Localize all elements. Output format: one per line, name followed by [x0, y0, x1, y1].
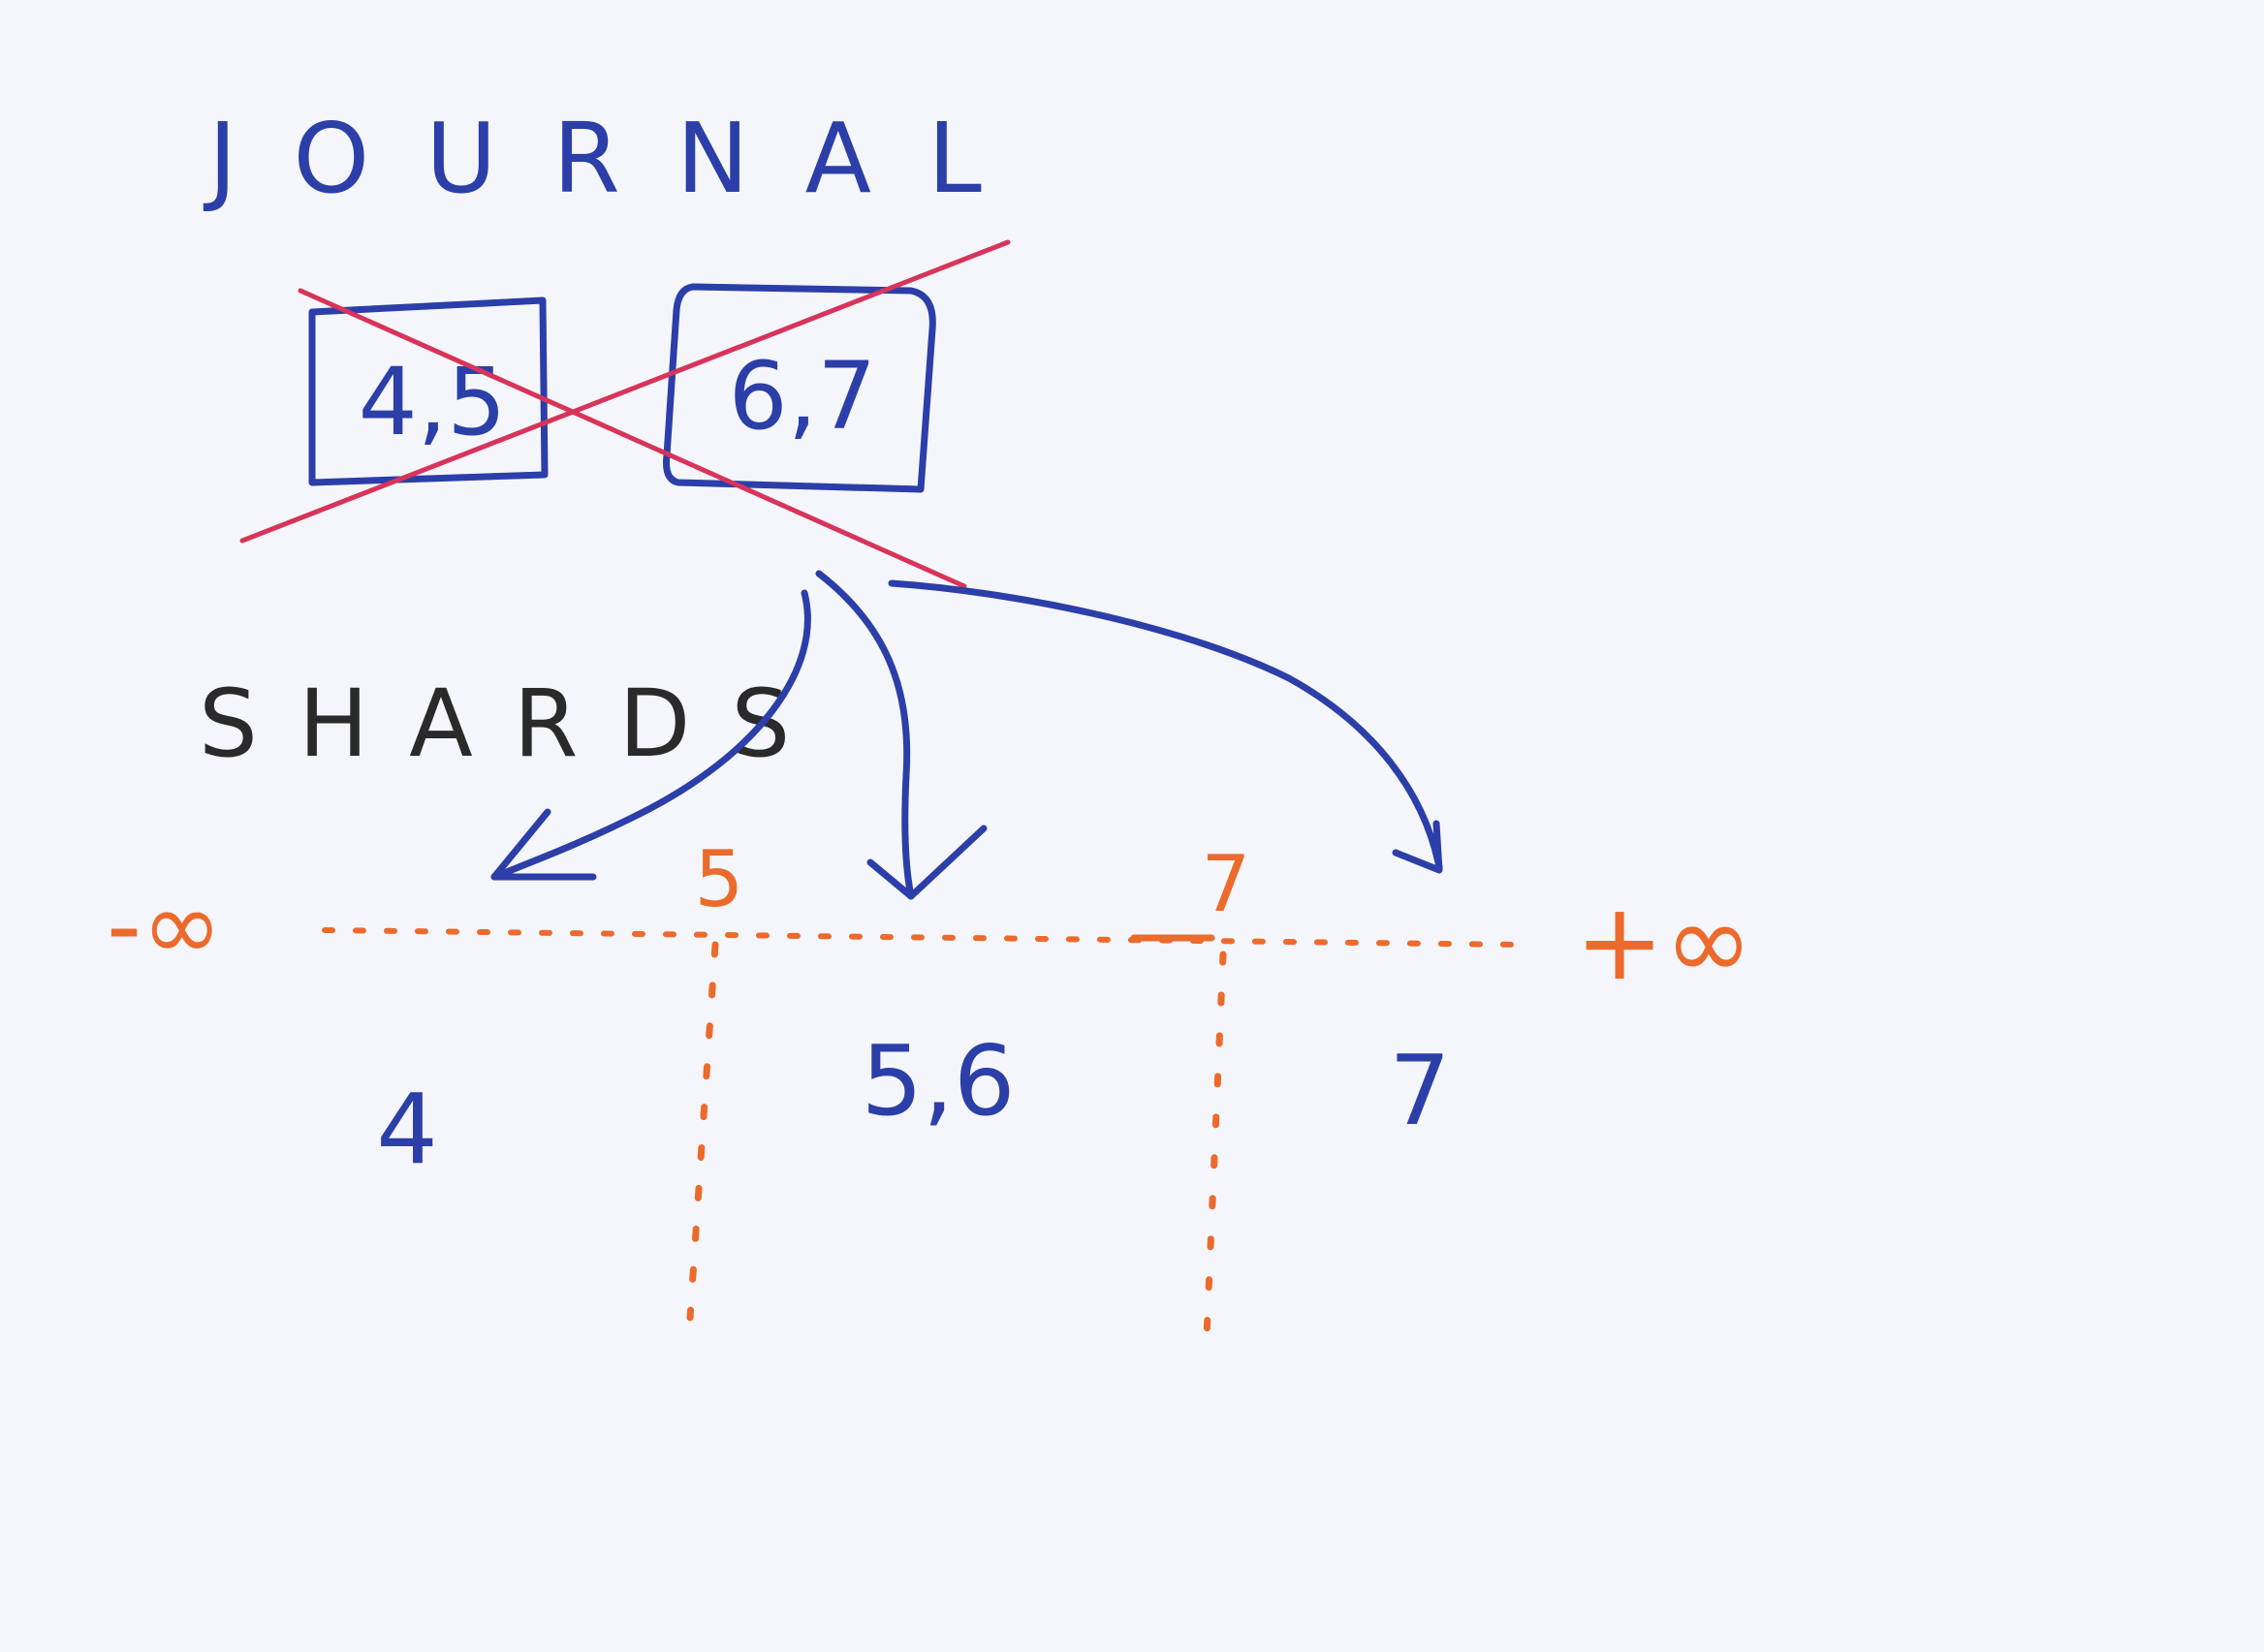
journal-title: JOURNAL	[203, 102, 1038, 215]
arrow-to-shard-1	[490, 589, 811, 881]
arrow-to-shard-2	[815, 570, 988, 900]
boundary-label-2: 7	[1202, 839, 1251, 929]
axis-min-label: -∞	[107, 869, 222, 982]
journal-entry-box-2-outline	[663, 283, 936, 493]
cross-out-line-2	[239, 239, 1011, 544]
boundary-label-1: 5	[695, 834, 744, 924]
shards-title: SHARDS	[199, 670, 831, 778]
shard-range-3: 7	[1389, 1034, 1451, 1147]
shard-range-2: 5,6	[861, 1024, 1015, 1138]
axis-dotted-line	[322, 927, 1525, 948]
journal-entry-box-1: 4,5	[308, 296, 549, 486]
cross-out-line-1	[298, 288, 967, 589]
journal-entry-label-1: 4,5	[359, 348, 507, 456]
arrow-to-shard-3	[888, 579, 1443, 874]
journal-entry-label-2: 6,7	[729, 342, 877, 451]
journal-entry-box-2: 6,7	[663, 283, 936, 493]
axis-max-label: +∞	[1575, 880, 1753, 1004]
shard-range-1: 4	[376, 1073, 438, 1186]
journal-entry-box-1-outline	[308, 296, 549, 486]
